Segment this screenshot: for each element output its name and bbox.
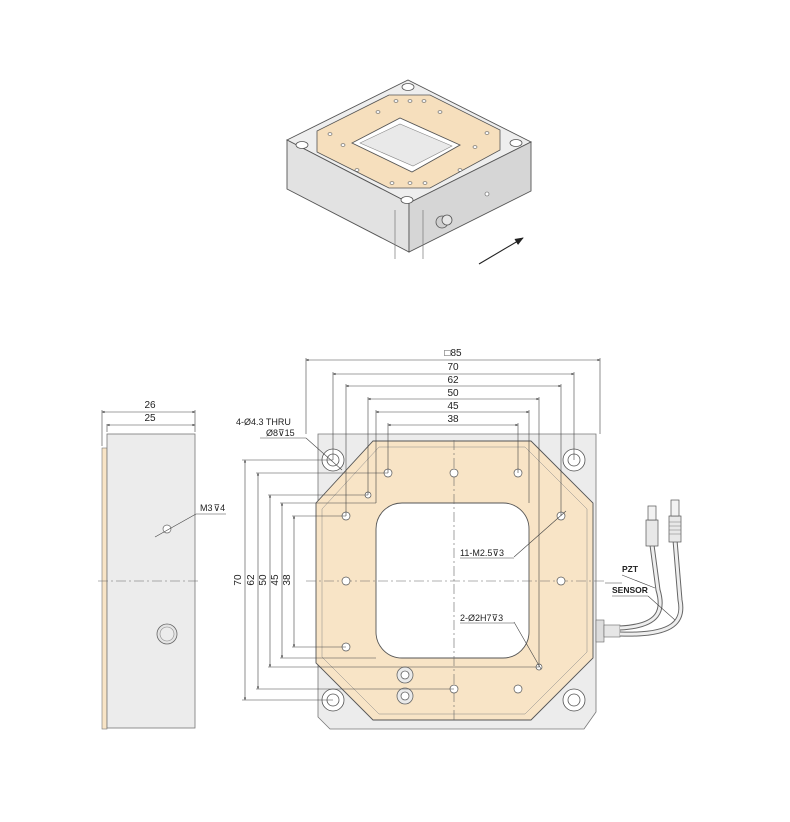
depth-icon: ⊽: [492, 613, 499, 623]
dim-h-62: 62: [447, 375, 459, 386]
tapped-holes-depth: 3: [499, 548, 504, 558]
counterbore-diameter: Ø8: [266, 428, 278, 438]
tapped-holes-spec: 11-M2.5: [460, 548, 492, 558]
dim-v-50: 50: [258, 574, 269, 586]
side-tapped-hole-depth: 4: [220, 503, 225, 513]
side-view: [98, 410, 226, 730]
dim-h-50: 50: [447, 388, 459, 399]
dim-h-38: 38: [447, 414, 459, 425]
side-tapped-hole-label: M3⊽4: [200, 503, 225, 513]
pin-holes-callout: 2-Ø2H7⊽3: [460, 613, 503, 623]
counterbore-depth: 15: [285, 428, 295, 438]
dim-v-38: 38: [282, 574, 293, 586]
square-dimension-icon: □: [444, 348, 450, 359]
pzt-cable-label: PZT: [622, 564, 639, 574]
depth-icon: ⊽: [214, 503, 221, 513]
dim-v-62: 62: [246, 574, 257, 586]
dim-overall-85-value: 85: [450, 348, 462, 359]
side-tapped-hole: M3: [200, 503, 213, 513]
side-overall-width: 26: [144, 400, 156, 411]
dim-v-70: 70: [233, 574, 244, 586]
dim-overall-85: □85: [444, 348, 462, 359]
direction-arrow-icon: [478, 237, 524, 265]
dim-h-45: 45: [447, 401, 459, 412]
isometric-view: [286, 79, 533, 259]
dim-v-45: 45: [270, 574, 281, 586]
pin-holes-depth: 3: [498, 613, 503, 623]
pin-holes-spec: 2-Ø2H7: [460, 613, 492, 623]
side-body-width: 25: [144, 413, 156, 424]
top-view: [242, 358, 684, 730]
sensor-cable-label: SENSOR: [612, 585, 648, 595]
depth-icon: ⊽: [492, 548, 499, 558]
dim-h-70: 70: [447, 362, 459, 373]
counterbore-callout: Ø8⊽15: [266, 428, 295, 438]
depth-icon: ⊽: [278, 428, 285, 438]
tapped-holes-callout: 11-M2.5⊽3: [460, 548, 504, 558]
mount-holes-callout: 4-Ø4.3 THRU: [236, 417, 291, 427]
